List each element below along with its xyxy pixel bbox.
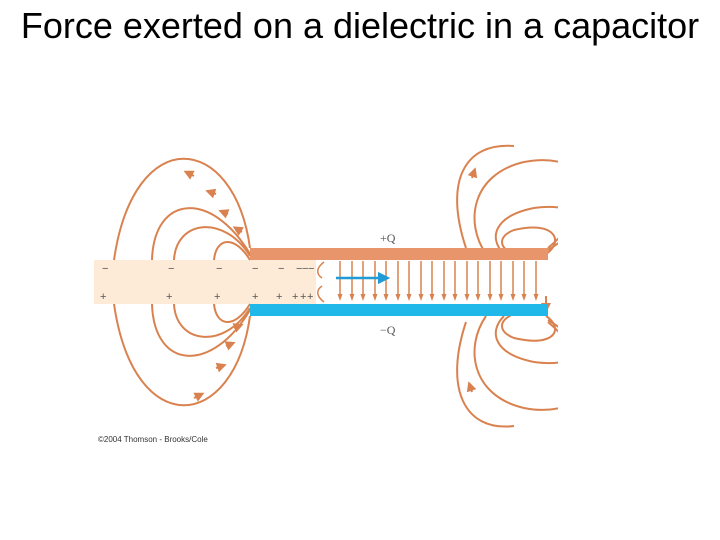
field-line-arrowhead-16 bbox=[510, 294, 516, 301]
dielectric-top-charges: − − − − − − − − bbox=[102, 263, 314, 275]
field-line-arrowhead-6 bbox=[395, 294, 401, 301]
field-line-arrowhead-1 bbox=[337, 294, 343, 301]
fringe-arrow-left-7 bbox=[215, 362, 227, 373]
positive-plate-label: +Q bbox=[380, 231, 396, 245]
fringe-arrow-right-4 bbox=[466, 381, 477, 393]
fringe-arrow-left-3 bbox=[205, 188, 217, 199]
fringe-line-left-2 bbox=[173, 226, 251, 261]
dielectric-charge-bottom-4: + bbox=[252, 291, 258, 303]
fringe-line-left-8 bbox=[113, 303, 251, 407]
dielectric-charge-bottom-1: + bbox=[100, 291, 106, 303]
field-line-arrowhead-12 bbox=[464, 294, 470, 301]
fringe-line-right-5 bbox=[494, 315, 558, 364]
right-fringe-field-lines bbox=[456, 144, 558, 428]
dielectric-charge-top-4: − bbox=[252, 263, 258, 275]
dielectric-charge-top-3: − bbox=[216, 263, 222, 275]
fringe-line-right-3 bbox=[473, 159, 558, 255]
copyright-credit: ©2004 Thomson - Brooks/Cole bbox=[98, 435, 208, 444]
positive-plate bbox=[250, 248, 548, 260]
fringe-arrow-left-8 bbox=[193, 392, 205, 402]
dielectric-charge-bottom-6: + bbox=[292, 291, 298, 303]
fringe-arrow-left-4 bbox=[183, 170, 195, 180]
negative-plate bbox=[250, 304, 548, 316]
dielectric-charge-top-1: − bbox=[102, 263, 108, 275]
interior-field-lines bbox=[337, 261, 539, 301]
field-line-arrowhead-11 bbox=[452, 294, 458, 301]
field-line-arrowhead-14 bbox=[487, 294, 493, 301]
field-line-arrowhead-7 bbox=[406, 294, 412, 301]
capacitor-figure: +Q −Q − − − − − − − − + + + + + + + + bbox=[94, 142, 558, 448]
fringe-line-left-4 bbox=[113, 157, 251, 261]
fringe-line-right-6 bbox=[473, 315, 558, 411]
dielectric-charge-top-6: − bbox=[296, 263, 302, 275]
fringe-line-left-1 bbox=[213, 241, 251, 261]
dielectric-charge-bottom-5: + bbox=[276, 291, 282, 303]
field-line-arrowhead-4 bbox=[372, 294, 378, 301]
dielectric-charge-bottom-8: + bbox=[307, 291, 313, 303]
slide-title: Force exerted on a dielectric in a capac… bbox=[20, 5, 700, 46]
dielectric-charge-bottom-2: + bbox=[166, 291, 172, 303]
capacitor-diagram: +Q −Q − − − − − − − − + + + + + + + + bbox=[94, 142, 558, 448]
field-line-arrowhead-10 bbox=[441, 294, 447, 301]
fringe-arrow-left-2 bbox=[218, 209, 230, 219]
field-line-arrowhead-9 bbox=[429, 294, 435, 301]
fringe-arrow-left-6 bbox=[224, 341, 236, 351]
dielectric-bottom-charges: + + + + + + + + bbox=[100, 291, 313, 303]
edge-line-2 bbox=[317, 285, 325, 303]
field-line-arrowhead-3 bbox=[360, 294, 366, 301]
field-line-arrowhead-18 bbox=[533, 294, 539, 301]
fringe-line-left-6 bbox=[173, 303, 251, 338]
fringe-line-right-8 bbox=[456, 321, 515, 428]
fringe-line-right-2 bbox=[494, 206, 558, 255]
field-line-arrowhead-5 bbox=[383, 294, 389, 301]
edge-line-1 bbox=[317, 261, 325, 279]
field-line-arrowhead-2 bbox=[349, 294, 355, 301]
dielectric-charge-top-5: − bbox=[278, 263, 284, 275]
dielectric-charge-bottom-3: + bbox=[214, 291, 220, 303]
field-line-arrowhead-17 bbox=[521, 294, 527, 301]
dielectric-charge-bottom-7: + bbox=[300, 291, 306, 303]
dielectric-charge-top-7: − bbox=[302, 263, 308, 275]
field-line-arrowhead-15 bbox=[498, 294, 504, 301]
fringe-arrow-right-5 bbox=[467, 167, 478, 179]
dielectric-charge-top-8: − bbox=[308, 263, 314, 275]
fringe-line-right-7 bbox=[456, 144, 515, 249]
fringe-arrow-left-5 bbox=[232, 323, 244, 333]
fringe-line-left-5 bbox=[213, 303, 251, 323]
fringe-arrow-left-1 bbox=[232, 226, 244, 236]
dielectric-slab bbox=[94, 260, 316, 304]
left-fringe-field-lines bbox=[113, 157, 251, 407]
field-line-arrowhead-8 bbox=[418, 294, 424, 301]
negative-plate-label: −Q bbox=[380, 323, 396, 337]
edge-field-lines bbox=[317, 261, 325, 303]
dielectric-charge-top-2: − bbox=[168, 263, 174, 275]
field-line-arrowhead-13 bbox=[475, 294, 481, 301]
